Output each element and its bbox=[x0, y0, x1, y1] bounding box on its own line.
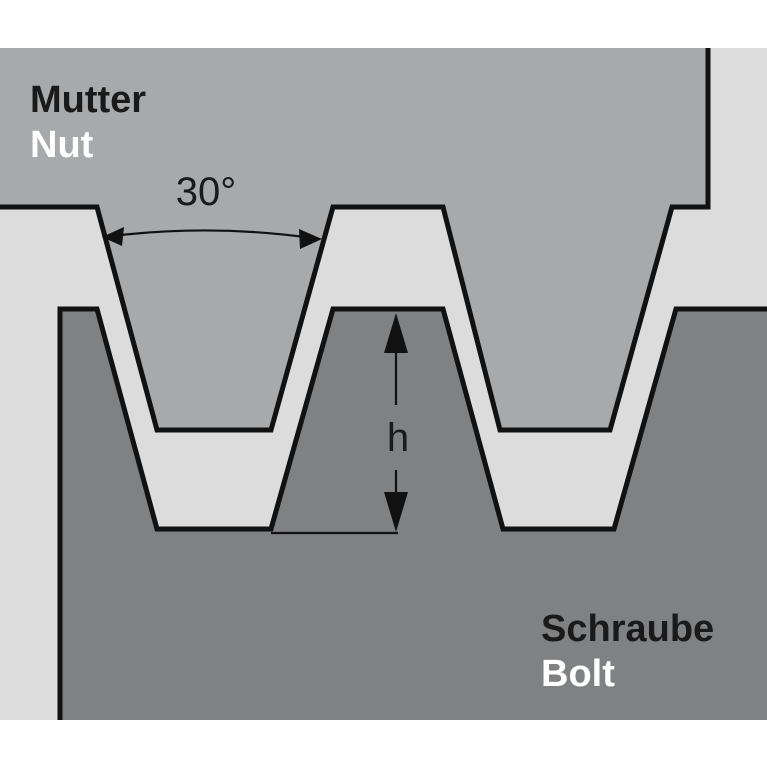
nut-label-de: Mutter bbox=[30, 79, 146, 121]
height-dimension: h bbox=[271, 313, 409, 535]
angle-arrowhead-right bbox=[299, 229, 322, 249]
height-label: h bbox=[387, 416, 409, 460]
bolt-outline bbox=[57, 306, 767, 720]
nut-label-en: Nut bbox=[30, 124, 94, 166]
angle-arrowhead-left bbox=[102, 227, 124, 246]
angle-arc bbox=[111, 229, 313, 240]
angle-label: 30° bbox=[176, 170, 237, 214]
height-arrowhead-top bbox=[384, 313, 408, 353]
nut-body bbox=[0, 48, 708, 430]
height-arrowhead-bottom bbox=[384, 492, 408, 532]
nut-outline bbox=[0, 48, 711, 433]
bolt-body bbox=[60, 309, 767, 720]
angle-dimension: 30° bbox=[102, 170, 322, 249]
bolt-label-en: Bolt bbox=[541, 653, 615, 695]
bolt-label-de: Schraube bbox=[541, 608, 714, 650]
